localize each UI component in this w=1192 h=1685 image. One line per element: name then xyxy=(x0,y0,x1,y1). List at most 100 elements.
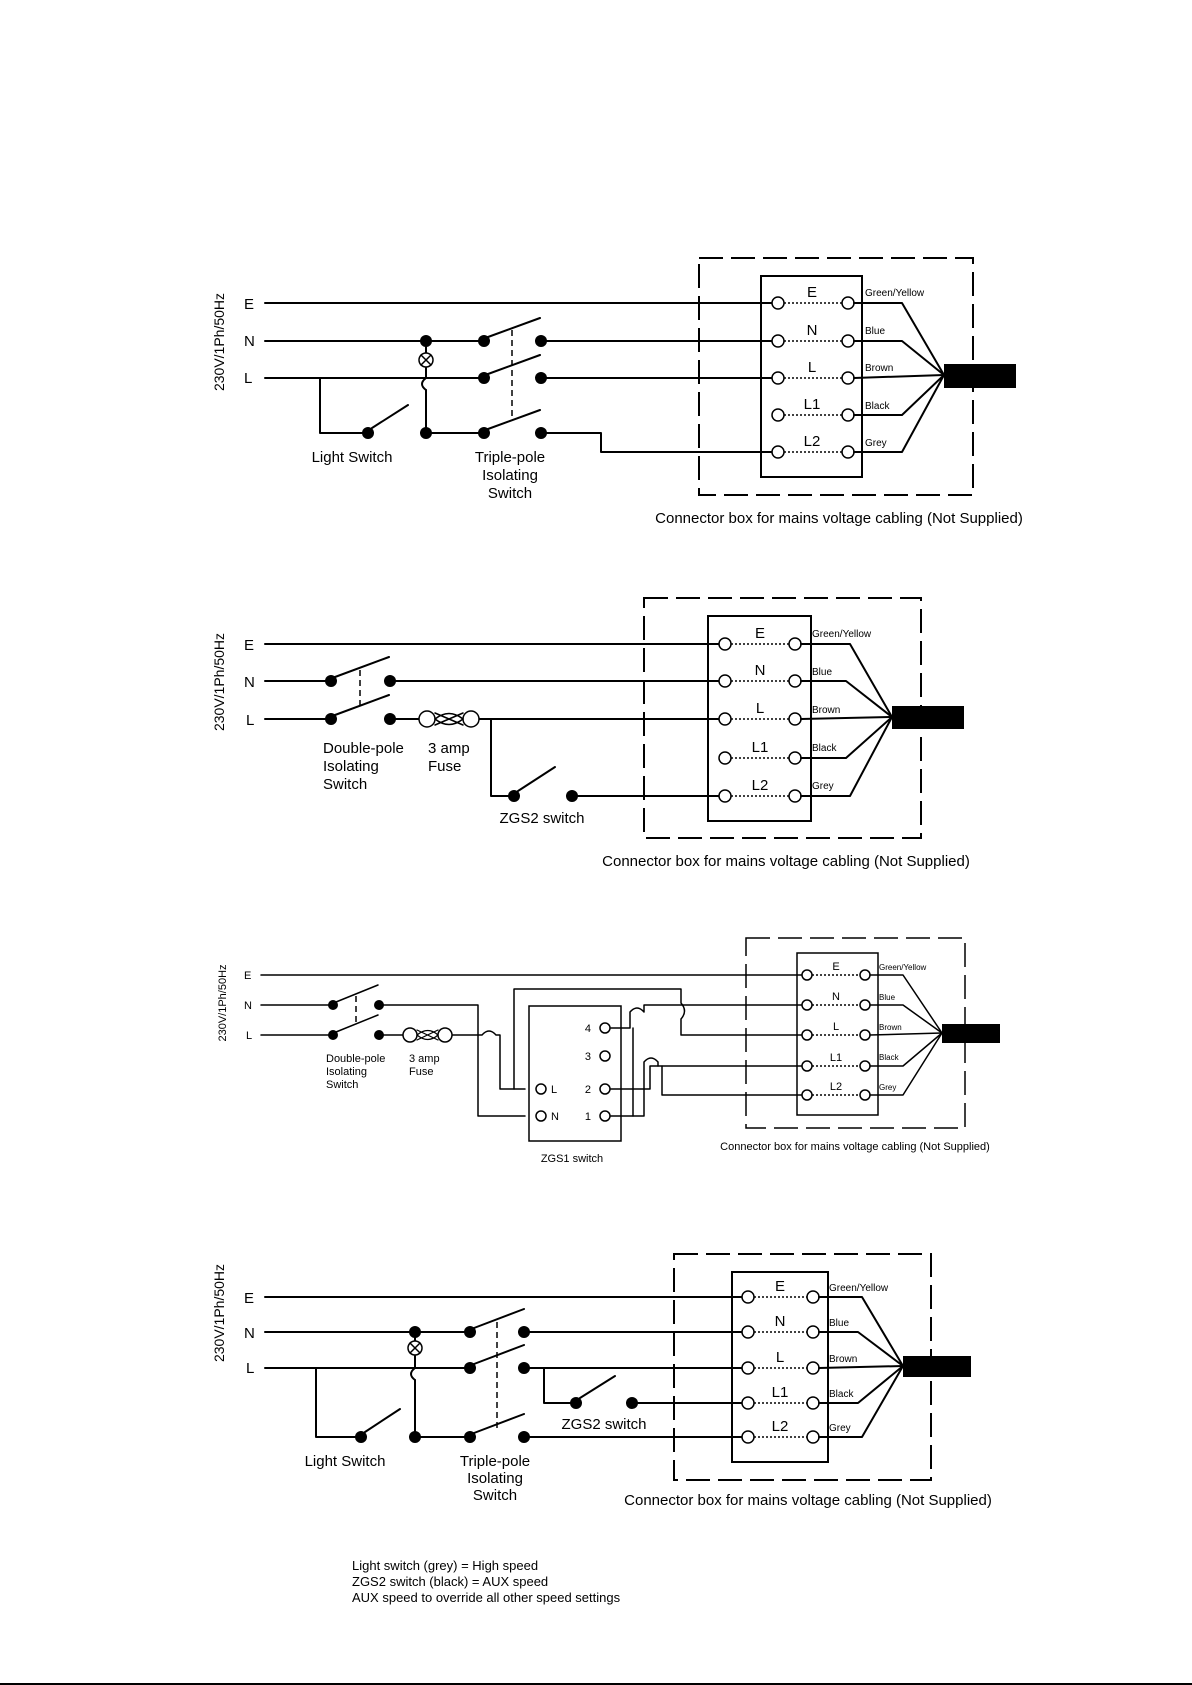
wire-color-e: Green/Yellow xyxy=(812,629,872,640)
fuse-label-2: Fuse xyxy=(428,758,461,775)
terminal-l: L xyxy=(833,1021,839,1033)
wire-color-l1: Black xyxy=(812,743,837,754)
light-switch-label: Light Switch xyxy=(305,1453,386,1470)
note-line-2: ZGS2 switch (black) = AUX speed xyxy=(352,1574,548,1589)
light-switch-icon xyxy=(355,1408,401,1443)
wires xyxy=(264,643,726,797)
zgs1-label: ZGS1 switch xyxy=(541,1153,603,1165)
connector-box: E N L L1 L2 Green/Yellow Blue Brown Blac… xyxy=(745,937,1000,1129)
mains-cable-icon xyxy=(903,1356,971,1377)
wire-color-n: Blue xyxy=(829,1318,849,1329)
supply-label: 230V/1Ph/50Hz xyxy=(211,293,227,391)
connector-box-label: Connector box for mains voltage cabling … xyxy=(655,510,1023,527)
page-bottom-rule xyxy=(0,1683,1192,1685)
isolator-label-1: Double-pole xyxy=(326,1053,385,1065)
line-label-e: E xyxy=(244,1290,254,1307)
terminal-n: N xyxy=(775,1313,786,1330)
terminal-n: N xyxy=(755,662,766,679)
mains-cable-icon xyxy=(944,364,1016,388)
terminal-l2: L2 xyxy=(804,433,821,450)
zgs2-switch-icon xyxy=(508,766,578,802)
terminal-n: N xyxy=(832,991,840,1003)
zgs1-switch: L N 4 3 2 1 xyxy=(528,1005,622,1142)
zgs1-terminal-3: 3 xyxy=(585,1051,591,1063)
line-label-l: L xyxy=(246,712,254,729)
diagram-4: 230V/1Ph/50Hz E N L xyxy=(211,1253,992,1509)
isolator-label-2: Isolating xyxy=(323,758,379,775)
terminal-l2: L2 xyxy=(752,777,769,794)
double-pole-isolator-icon xyxy=(325,656,396,725)
connector-box: E N L L1 L2 Green/Yellow Blue Brown Blac… xyxy=(698,257,1016,496)
diagram-2: 230V/1Ph/50Hz E N L xyxy=(211,597,970,870)
terminal-l2: L2 xyxy=(830,1081,842,1093)
terminal-l: L xyxy=(808,359,816,376)
isolator-label-1: Double-pole xyxy=(323,740,404,757)
diagram-3: 230V/1Ph/50Hz E N L xyxy=(217,937,1000,1165)
wire-color-e: Green/Yellow xyxy=(879,963,927,972)
wire-color-l1: Black xyxy=(865,401,890,412)
light-switch-label: Light Switch xyxy=(312,449,393,466)
terminal-l1: L1 xyxy=(804,396,821,413)
terminal-l2: L2 xyxy=(772,1418,789,1435)
wire-color-l: Brown xyxy=(879,1023,902,1032)
zgs2-label: ZGS2 switch xyxy=(499,810,584,827)
triple-pole-isolator-icon xyxy=(464,1308,530,1443)
line-label-n: N xyxy=(244,333,255,350)
wire-color-l2: Grey xyxy=(865,438,887,449)
indicator-lamp-icon xyxy=(407,1340,423,1356)
terminal-e: E xyxy=(755,625,765,642)
isolator-label-3: Switch xyxy=(473,1487,517,1504)
connector-box-label: Connector box for mains voltage cabling … xyxy=(720,1141,990,1153)
fuse-label-1: 3 amp xyxy=(428,740,470,757)
isolator-label-2: Isolating xyxy=(326,1066,367,1078)
line-label-e: E xyxy=(244,970,251,982)
supply-label: 230V/1Ph/50Hz xyxy=(211,633,227,731)
note-line-1: Light switch (grey) = High speed xyxy=(352,1558,538,1573)
wire-color-l2: Grey xyxy=(812,781,834,792)
line-label-e: E xyxy=(244,296,254,313)
triple-pole-isolator-icon xyxy=(478,317,547,439)
isolator-label-2: Isolating xyxy=(467,1470,523,1487)
wire-color-n: Blue xyxy=(812,667,832,678)
zgs1-terminal-n: N xyxy=(551,1111,559,1123)
fuse-label-1: 3 amp xyxy=(409,1053,440,1065)
isolator-label-1: Triple-pole xyxy=(460,1453,530,1470)
fuse-icon xyxy=(418,710,480,728)
wire-color-l1: Black xyxy=(829,1389,854,1400)
wire-color-e: Green/Yellow xyxy=(829,1283,889,1294)
terminal-l1: L1 xyxy=(830,1052,842,1064)
isolator-label-1: Triple-pole xyxy=(475,449,545,466)
connector-box-label: Connector box for mains voltage cabling … xyxy=(624,1492,992,1509)
wire-color-n: Blue xyxy=(879,993,896,1002)
fuse-label-2: Fuse xyxy=(409,1066,433,1078)
connector-box-label: Connector box for mains voltage cabling … xyxy=(602,853,970,870)
line-label-e: E xyxy=(244,637,254,654)
line-label-n: N xyxy=(244,674,255,691)
terminal-n: N xyxy=(807,322,818,339)
supply-label: 230V/1Ph/50Hz xyxy=(217,964,229,1041)
indicator-lamp-icon xyxy=(418,352,434,368)
wire-color-l2: Grey xyxy=(829,1423,851,1434)
zgs1-terminal-2: 2 xyxy=(585,1084,591,1096)
wire-color-e: Green/Yellow xyxy=(865,288,925,299)
wire-color-l: Brown xyxy=(812,705,840,716)
wires xyxy=(264,1296,749,1438)
wires xyxy=(260,974,808,1117)
zgs1-terminal-l: L xyxy=(551,1084,557,1096)
notes: Light switch (grey) = High speed ZGS2 sw… xyxy=(352,1558,621,1605)
terminal-e: E xyxy=(775,1278,785,1295)
wire-color-l: Brown xyxy=(865,363,893,374)
line-label-n: N xyxy=(244,1000,252,1012)
isolator-label-3: Switch xyxy=(326,1079,358,1091)
wire-color-n: Blue xyxy=(865,326,885,337)
line-label-l: L xyxy=(244,370,252,387)
fuse-icon xyxy=(402,1027,453,1043)
zgs1-terminal-4: 4 xyxy=(585,1023,591,1035)
wire-color-l1: Black xyxy=(879,1053,900,1062)
line-label-l: L xyxy=(246,1360,254,1377)
isolator-label-3: Switch xyxy=(488,485,532,502)
line-label-n: N xyxy=(244,1325,255,1342)
double-pole-isolator-icon xyxy=(328,984,384,1040)
zgs2-label: ZGS2 switch xyxy=(561,1416,646,1433)
